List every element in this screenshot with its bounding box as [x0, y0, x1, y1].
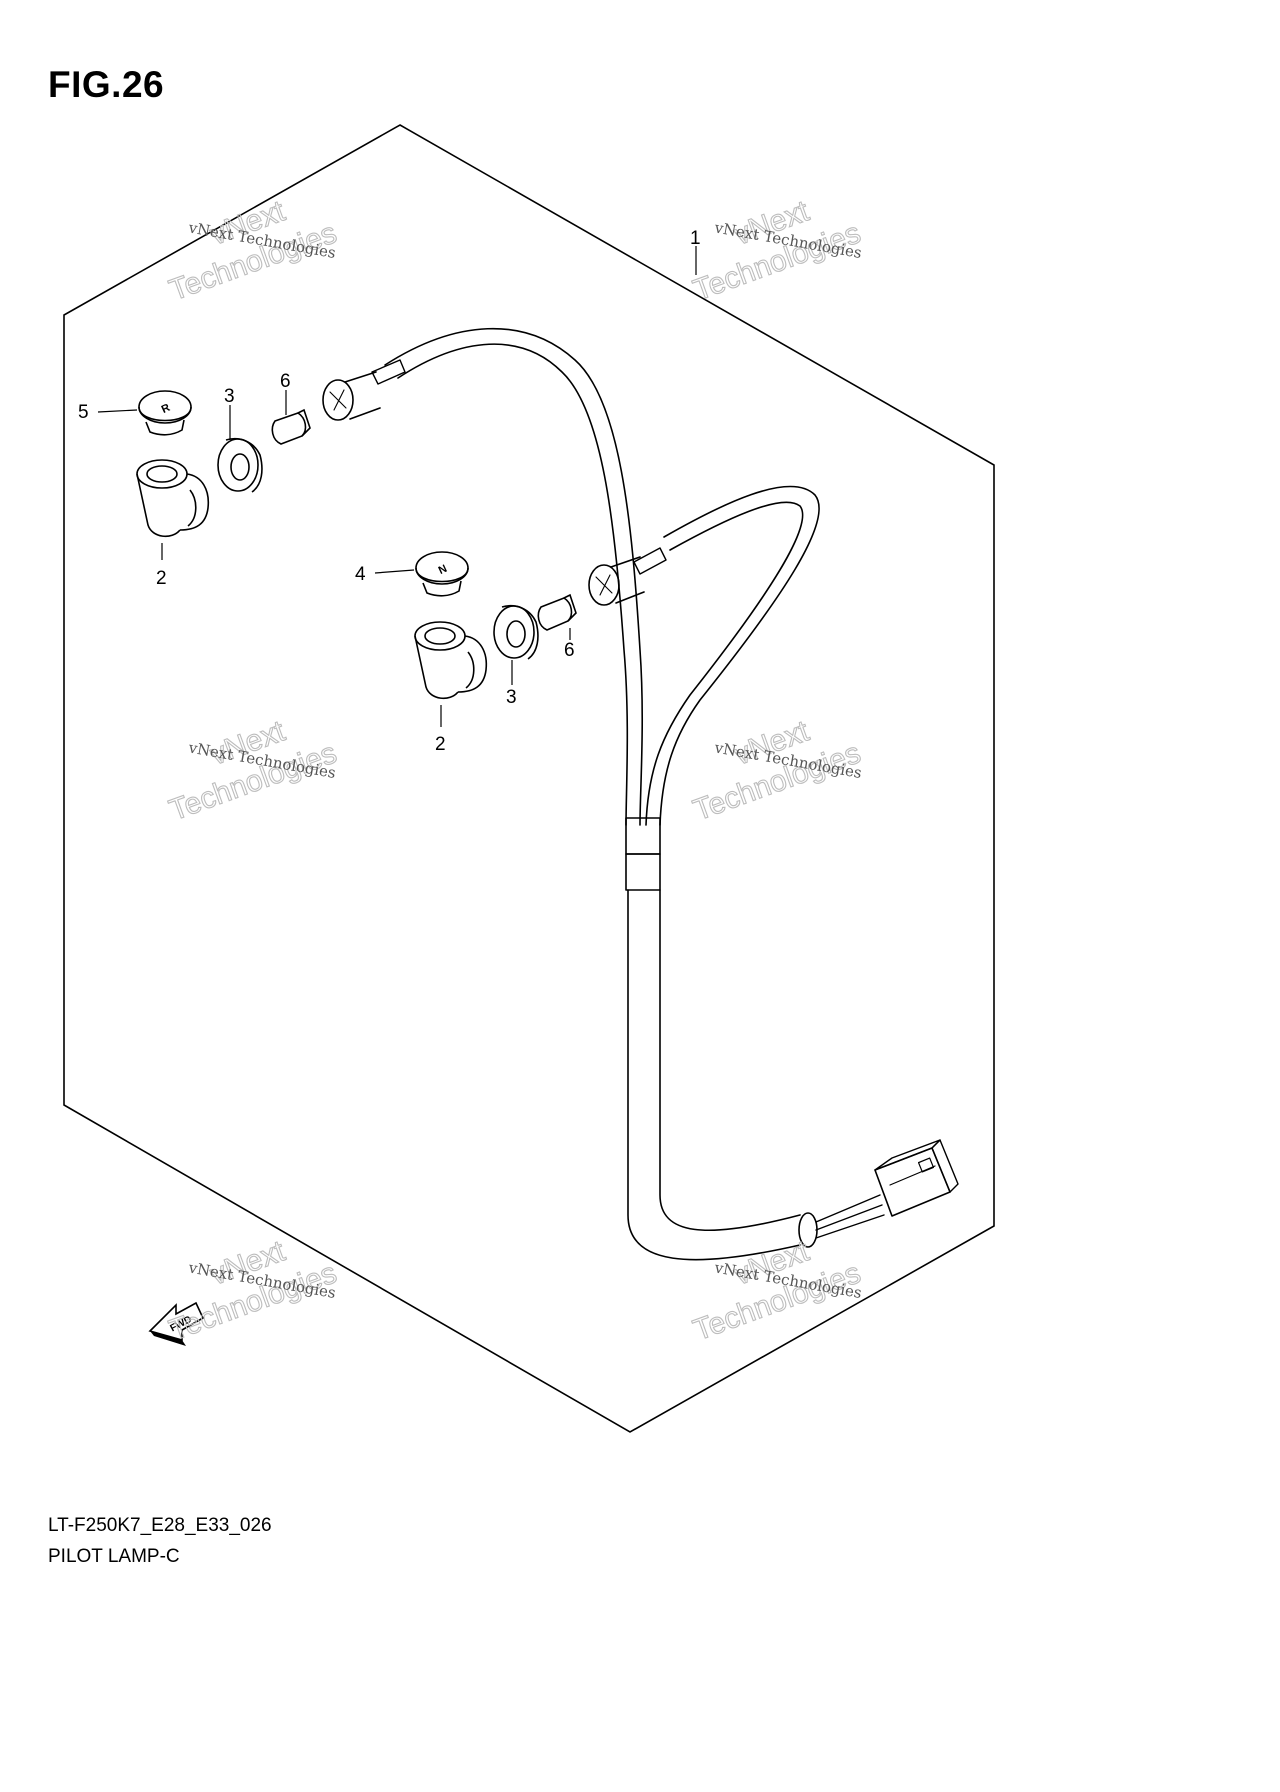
callout-3-upper: 3	[224, 386, 235, 407]
figure-title: FIG.26	[48, 64, 165, 105]
grommet-upper	[217, 438, 263, 493]
leader-lines	[97, 246, 697, 727]
wiring-harness	[322, 327, 959, 1261]
watermark-top-left: vNext Technologies vNext Technologies	[165, 194, 342, 308]
grommet-lower	[493, 605, 539, 660]
callout-5: 5	[78, 402, 89, 423]
diagram-frame	[63, 124, 995, 1433]
lens-cap-n	[415, 551, 469, 597]
callout-1: 1	[690, 228, 701, 249]
watermark-bottom-right: vNext Technologies vNext Technologies	[689, 1234, 866, 1348]
cap-letter-n: N	[437, 563, 449, 577]
watermark-mid-left: vNext Technologies vNext Technologies	[165, 714, 342, 828]
bulb-lower	[537, 593, 577, 631]
socket-holder-lower	[414, 621, 488, 700]
callout-6-upper: 6	[280, 371, 291, 392]
callout-4: 4	[355, 564, 366, 585]
watermark-top-right: vNext Technologies vNext Technologies	[689, 194, 866, 308]
watermark-bottom-left: vNext Technologies vNext Technologies	[165, 1234, 342, 1348]
watermark-mid-right: vNext Technologies vNext Technologies	[689, 714, 866, 828]
callout-2-upper: 2	[156, 568, 167, 589]
callout-6-lower: 6	[564, 640, 575, 661]
callout-2-lower: 2	[435, 734, 446, 755]
callout-3-lower: 3	[506, 687, 517, 708]
cap-letter-r: R	[160, 402, 172, 416]
bulb-upper	[271, 408, 311, 445]
socket-holder-upper	[136, 459, 210, 538]
part-name-caption: PILOT LAMP-C	[48, 1546, 180, 1567]
model-code-caption: LT-F250K7_E28_E33_026	[48, 1515, 272, 1536]
lens-cap-r-upper	[138, 390, 192, 436]
